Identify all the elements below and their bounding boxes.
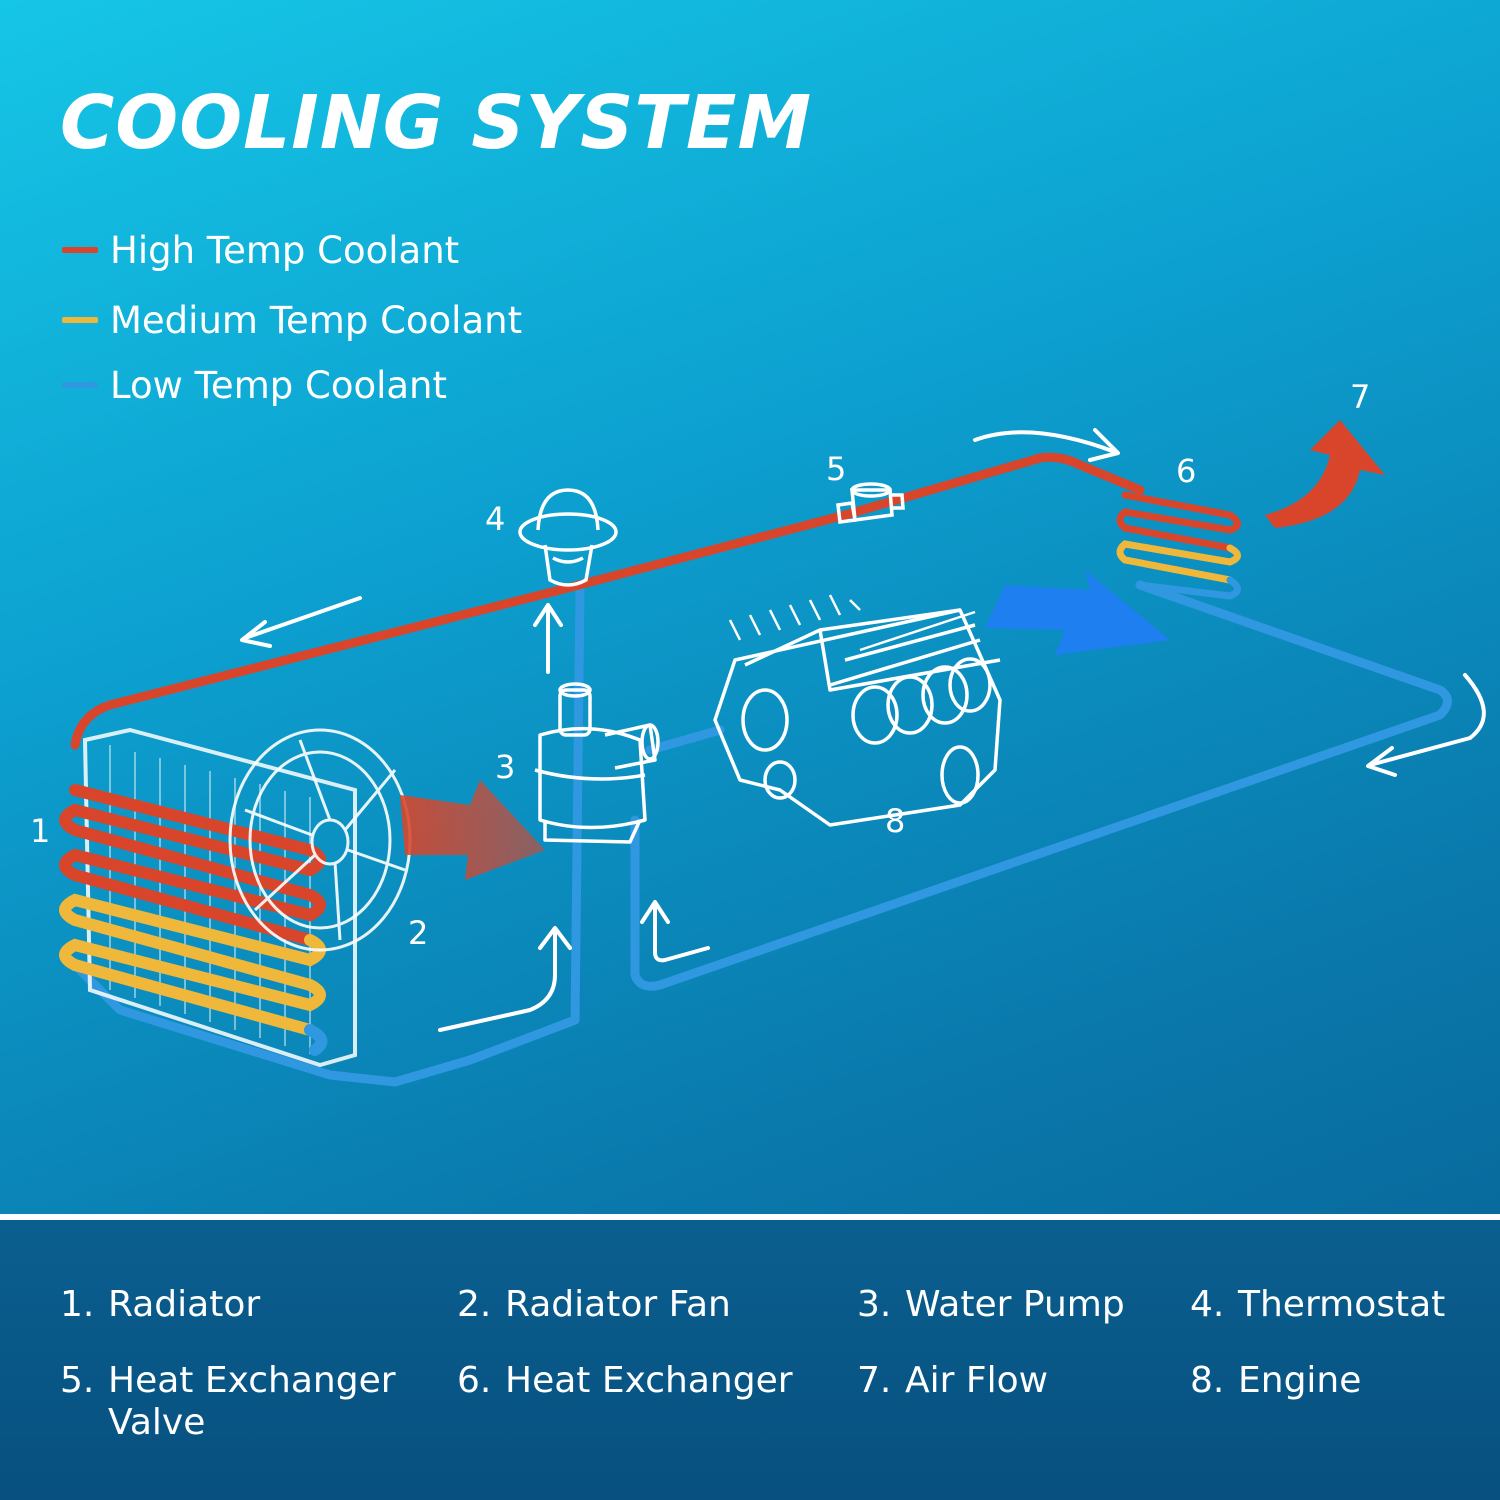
part-item-engine: 8. Engine xyxy=(1190,1360,1361,1402)
legend-swatch-medium xyxy=(62,317,98,323)
part-item-radiator: 1. Radiator xyxy=(60,1284,260,1326)
label-water-pump: 3 xyxy=(495,748,515,786)
part-number: 1. xyxy=(60,1284,95,1325)
part-number: 3. xyxy=(857,1284,892,1325)
flow-arrow-return-up xyxy=(640,900,710,963)
part-number: 2. xyxy=(457,1284,492,1325)
part-name: Water Pump xyxy=(905,1284,1125,1325)
part-name: Heat Exchanger Valve xyxy=(108,1360,396,1443)
part-number: 7. xyxy=(857,1360,892,1401)
flow-direction-arrows xyxy=(240,428,1486,1032)
part-number: 5. xyxy=(60,1360,95,1401)
legend-swatch-low xyxy=(62,382,98,388)
legend-item-medium: Medium Temp Coolant xyxy=(62,285,522,355)
flow-arrow-bottom-center xyxy=(438,926,572,1032)
flow-arrow-top-left xyxy=(240,596,362,648)
legend-item-high: High Temp Coolant xyxy=(62,215,522,285)
low-temp-pipe xyxy=(65,580,1452,1087)
heat-exchanger-valve xyxy=(836,482,905,524)
part-item-thermostat: 4. Thermostat xyxy=(1190,1284,1445,1326)
page-title: COOLING SYSTEM xyxy=(60,80,813,166)
flow-arrow-right-curve xyxy=(1366,673,1486,777)
legend-swatch-high xyxy=(62,247,98,253)
part-item-water-pump: 3. Water Pump xyxy=(857,1284,1125,1326)
legend-item-low: Low Temp Coolant xyxy=(62,355,522,415)
part-number: 8. xyxy=(1190,1360,1225,1401)
label-radiator: 1 xyxy=(30,812,50,850)
heat-exchanger xyxy=(1116,491,1241,600)
part-name: Radiator xyxy=(108,1284,261,1325)
water-pump xyxy=(534,682,660,844)
flow-arrow-top-right xyxy=(973,428,1120,462)
divider xyxy=(0,1214,1500,1220)
thermostat xyxy=(518,488,618,587)
cold-air-arrow xyxy=(985,570,1170,655)
hot-air-arrow xyxy=(400,780,545,880)
flow-arrow-up-thermostat xyxy=(533,603,563,674)
part-name: Air Flow xyxy=(905,1360,1049,1401)
label-radiator-fan: 2 xyxy=(408,914,428,952)
part-name: Thermostat xyxy=(1238,1284,1446,1325)
legend: High Temp Coolant Medium Temp Coolant Lo… xyxy=(62,215,522,415)
cooling-system-diagram: 1 2 3 4 5 6 7 8 xyxy=(30,378,1486,1087)
part-item-heat-exchanger-valve: 5. Heat Exchanger Valve xyxy=(60,1360,408,1444)
label-heat-exchanger: 6 xyxy=(1176,452,1196,490)
part-name: Engine xyxy=(1238,1360,1362,1401)
legend-label-medium: Medium Temp Coolant xyxy=(110,298,523,342)
label-engine: 8 xyxy=(885,802,905,840)
legend-label-low: Low Temp Coolant xyxy=(110,363,448,407)
engine xyxy=(713,594,1002,827)
part-item-radiator-fan: 2. Radiator Fan xyxy=(457,1284,731,1326)
part-item-heat-exchanger: 6. Heat Exchanger xyxy=(457,1360,793,1402)
label-heat-exchanger-valve: 5 xyxy=(826,450,846,488)
part-item-air-flow: 7. Air Flow xyxy=(857,1360,1048,1402)
high-temp-pipe xyxy=(70,452,1145,750)
label-thermostat: 4 xyxy=(485,500,505,538)
label-air-flow: 7 xyxy=(1350,378,1370,416)
part-number: 6. xyxy=(457,1360,492,1401)
radiator xyxy=(59,727,357,1068)
legend-label-high: High Temp Coolant xyxy=(110,228,460,272)
air-flow-arrow xyxy=(1265,420,1385,528)
part-number: 4. xyxy=(1190,1284,1225,1325)
part-name: Radiator Fan xyxy=(505,1284,731,1325)
parts-list: 1. Radiator 2. Radiator Fan 3. Water Pum… xyxy=(0,1220,1500,1500)
part-name: Heat Exchanger xyxy=(505,1360,793,1401)
